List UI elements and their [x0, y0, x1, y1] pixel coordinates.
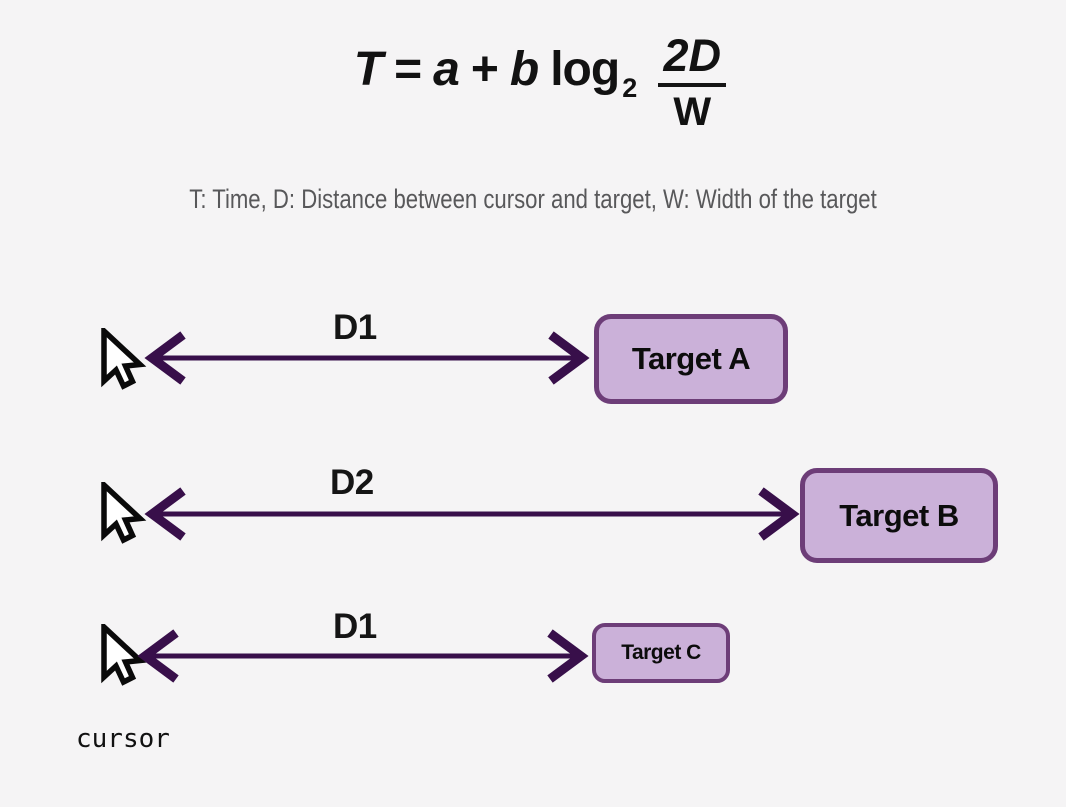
formula-fraction: 2D W	[658, 30, 727, 134]
formula-var-a: a	[433, 43, 460, 97]
formula-var-b: b	[509, 43, 539, 97]
target-box-c: Target C	[592, 623, 730, 683]
formula-log-base: 2	[622, 73, 637, 104]
distance-label: D1	[333, 308, 377, 347]
cursor-icon	[101, 482, 147, 544]
formula-log: log	[550, 43, 620, 97]
fraction-denominator: W	[673, 89, 712, 134]
formula-var-T: T	[353, 43, 383, 97]
cursor-icon	[101, 624, 147, 686]
legend-text: T: Time, D: Distance between cursor and …	[189, 184, 877, 214]
distance-label: D2	[330, 463, 374, 502]
fraction-bar	[658, 82, 727, 87]
formula-plus: +	[470, 43, 499, 97]
formula-equals: =	[394, 43, 422, 97]
fraction-numerator: 2D	[663, 30, 721, 81]
distance-arrow-d1-c	[137, 629, 589, 683]
cursor-caption: cursor	[76, 724, 170, 754]
target-box-a: Target A	[594, 314, 788, 404]
target-box-b: Target B	[800, 468, 998, 563]
distance-arrow-d1-a	[144, 331, 590, 385]
distance-label: D1	[333, 607, 377, 646]
distance-arrow-d2-b	[144, 487, 800, 541]
cursor-icon	[101, 328, 147, 390]
